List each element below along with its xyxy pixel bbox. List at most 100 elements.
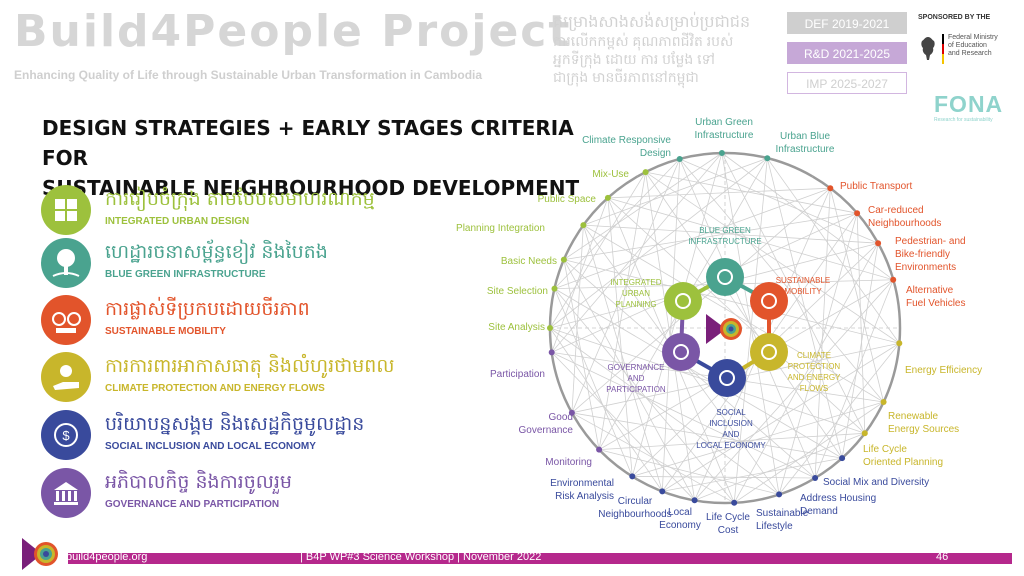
strategy-inner-label-line: SUSTAINABLE xyxy=(776,276,831,285)
criterion-label: Public Transport xyxy=(840,181,912,192)
strategy-node-coin-icon xyxy=(708,359,746,397)
criterion-label: Energy Efficiency xyxy=(905,365,982,376)
criterion-label-line: Good xyxy=(549,412,573,423)
connection-line xyxy=(583,157,768,226)
criterion-label-line: Governance xyxy=(519,425,574,436)
criterion-dot xyxy=(691,497,698,504)
strategy-inner-label-line: BLUE GREEN xyxy=(699,226,751,235)
connection-line xyxy=(679,158,884,403)
sun-hand-icon xyxy=(761,344,777,360)
criterion-label-line: Address Housing xyxy=(800,493,876,504)
ring-segment xyxy=(636,478,814,505)
khmer-line: ការលើកកម្ពស់ គុណភាពជីវិត របស់ xyxy=(553,33,734,49)
connection-line xyxy=(607,187,831,199)
criterion-label-line: Oriented Planning xyxy=(863,457,943,468)
criterion-dot xyxy=(568,409,575,416)
connection-line xyxy=(645,171,900,344)
criterion-label-line: Energy Sources xyxy=(888,424,959,435)
tree-icon xyxy=(717,269,733,285)
german-flag-bar xyxy=(942,34,944,64)
connection-line xyxy=(645,171,843,459)
page-title: DESIGN STRATEGIES + EARLY STAGES CRITERI… xyxy=(42,113,582,203)
criterion-label-line: Public Space xyxy=(538,194,597,205)
strategy-inner-label-line: INFRASTRUCTURE xyxy=(688,237,761,246)
connection-line xyxy=(551,197,609,353)
legend-khmer-label: ហេដ្ឋារចនាសម្ព័ន្ធខៀវ និងបៃតង xyxy=(105,241,328,263)
connection-line xyxy=(856,213,866,434)
connection-line xyxy=(721,152,894,281)
eagle-icon xyxy=(921,37,935,60)
criterion-label-line: Design xyxy=(640,148,671,159)
footer-bar xyxy=(68,553,1012,564)
connection-line xyxy=(733,243,879,503)
criterion-dot xyxy=(580,222,587,229)
center-logo-triangle xyxy=(706,314,726,344)
bmbf-line: of Education xyxy=(948,42,987,49)
legend-coin-icon: $ xyxy=(41,410,91,460)
phase-rd: R&D 2021-2025 xyxy=(787,42,907,64)
criterion-label-line: Local xyxy=(668,507,692,518)
legend-english-label: INTEGRATED URBAN DESIGN xyxy=(105,216,250,227)
criterion-dot xyxy=(839,455,846,462)
legend-tree-icon xyxy=(41,238,91,288)
connection-line xyxy=(778,343,900,495)
khmer-line: ជាក្រុង មានចីរភាពនៅកម្ពុជា xyxy=(553,69,699,85)
connection-line xyxy=(563,259,900,344)
strategy-inner-label-line: LOCAL ECONOMY xyxy=(696,441,766,450)
connection-line xyxy=(583,224,663,492)
page-number: 46 xyxy=(936,551,949,563)
criterion-label-line: Public Transport xyxy=(840,181,912,192)
connection-line xyxy=(563,152,723,260)
criterion-label-line: Basic Needs xyxy=(501,256,557,267)
criterion-dot xyxy=(548,349,555,356)
criterion-label-line: Social Mix and Diversity xyxy=(823,477,929,488)
strategy-inner-label-line: FLOWS xyxy=(800,384,828,393)
connection-line xyxy=(645,171,858,214)
criterion-label-line: Neighbourhoods xyxy=(598,509,671,520)
strategy-inner-label-line: URBAN xyxy=(622,289,650,298)
legend-building-icon xyxy=(41,468,91,518)
ring-segment xyxy=(548,175,639,329)
criterion-dot xyxy=(764,155,771,162)
connection-line xyxy=(583,224,884,403)
connection-line xyxy=(571,225,584,413)
project-subtitle: Enhancing Quality of Life through Sustai… xyxy=(14,68,483,82)
connection-line xyxy=(554,288,735,504)
connection-line xyxy=(571,158,681,413)
criterion-dot xyxy=(659,488,666,495)
criterion-label-line: Risk Analysis xyxy=(555,491,614,502)
legend-grid-icon xyxy=(41,185,91,235)
criterion-label: Public Space xyxy=(538,194,597,205)
criterion-label-line: Cost xyxy=(718,525,739,536)
khmer-header: គម្រោងសាងសង់សម្រាប់ប្រជាជន ការលើកកម្ពស់ … xyxy=(553,14,778,86)
criterion-dot xyxy=(604,194,611,201)
title-line: DESIGN STRATEGIES + EARLY STAGES CRITERI… xyxy=(42,116,574,170)
ring-segment xyxy=(811,327,902,481)
criterion-label-line: Site Analysis xyxy=(488,322,545,333)
svg-text:$: $ xyxy=(62,428,70,443)
criterion-label-line: Life Cycle xyxy=(863,444,907,455)
criterion-dot xyxy=(551,285,558,292)
strategy-inner-label-line: AND xyxy=(628,374,645,383)
criterion-dot xyxy=(890,276,897,283)
criterion-dot xyxy=(731,499,738,506)
connection-line xyxy=(551,212,858,353)
connection-line xyxy=(554,288,633,477)
connection-line xyxy=(554,288,843,459)
strategy-inner-label-line: PLANNING xyxy=(616,300,657,309)
connection-line xyxy=(583,224,879,244)
khmer-line: អ្នកទីក្រុង ដោយ ការ បម្លែង ទៅ xyxy=(553,51,715,67)
strategy-node-sun-hand-icon xyxy=(750,333,788,371)
criterion-dot xyxy=(642,169,649,176)
footer-site-link[interactable]: build4people.org xyxy=(66,551,148,563)
fona-subtitle: Research for sustainability xyxy=(934,117,993,123)
criterion-dot xyxy=(861,430,868,437)
criterion-label-line: Climate Responsive xyxy=(582,135,671,146)
b4p-logo-icon xyxy=(22,538,58,570)
bmbf-line: Federal Ministry xyxy=(948,34,998,41)
